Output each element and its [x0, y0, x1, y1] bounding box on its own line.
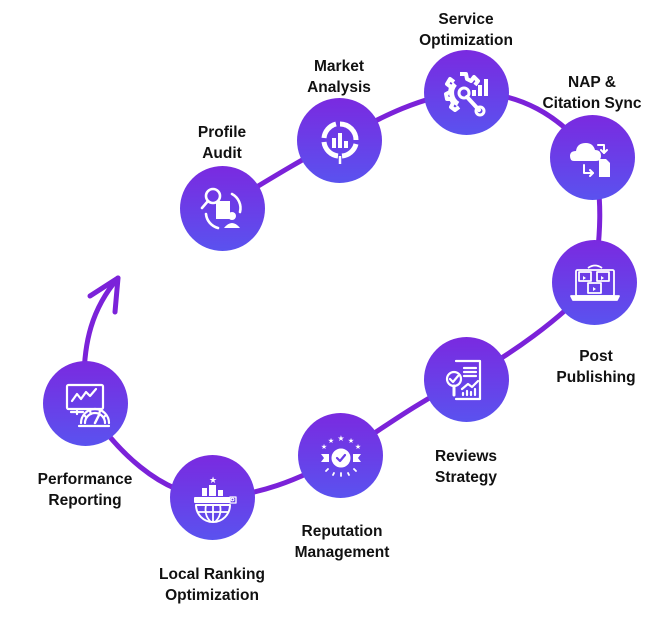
step-label: Reviews Strategy [435, 446, 497, 488]
label-line-2: Citation Sync [542, 95, 642, 112]
label-line-1: Local Ranking [159, 566, 265, 583]
step-label: Market Analysis [307, 56, 371, 98]
arrow-head-icon [87, 275, 121, 315]
step-node: ★ ★ ★ ★ ★ [298, 413, 383, 498]
label-line-1: Performance [37, 471, 133, 488]
report-magnifier-check-icon [445, 359, 481, 400]
step-label: Performance Reporting [38, 469, 133, 511]
label-line-2: Reporting [48, 492, 122, 509]
step-node [424, 337, 509, 422]
step-node [43, 361, 128, 446]
label-line-1: Reputation [301, 523, 383, 540]
step-node [552, 240, 637, 325]
step-label: Post Publishing [556, 346, 635, 388]
step-node [297, 98, 382, 183]
badge-stars-check-icon: ★ ★ ★ ★ ★ [320, 434, 361, 477]
monitor-gauge-chart-icon [65, 383, 110, 427]
label-line-1: Profile [197, 124, 247, 141]
svg-text:★: ★ [320, 443, 326, 451]
globe-ranking-search-icon: ★ [193, 475, 237, 523]
label-line-2: Analysis [307, 79, 371, 96]
step-node: ★ [170, 455, 255, 540]
label-line-1: Market [314, 58, 364, 75]
donut-chart-analysis-icon [321, 121, 358, 164]
svg-text:★: ★ [347, 437, 353, 445]
svg-text:★: ★ [354, 443, 360, 451]
label-line-1: Post [579, 348, 613, 365]
step-node [424, 50, 509, 135]
label-line-2: Optimization [165, 587, 259, 604]
label-line-2: Publishing [556, 369, 636, 386]
step-label: NAP & Citation Sync [542, 72, 641, 114]
label-line-1: Reviews [434, 448, 498, 465]
step-label: Local Ranking Optimization [159, 564, 265, 606]
svg-text:★: ★ [208, 475, 216, 485]
step-node [180, 166, 265, 251]
svg-text:★: ★ [337, 434, 344, 443]
step-node [550, 115, 635, 200]
label-line-2: Management [294, 544, 390, 561]
step-label: Reputation Management [295, 521, 390, 563]
label-line-2: Audit [202, 145, 242, 162]
label-line-2: Strategy [434, 469, 498, 486]
label-line-2: Optimization [419, 32, 513, 49]
laptop-video-posts-icon [569, 264, 620, 301]
gear-wrench-bars-icon [443, 71, 488, 116]
svg-text:★: ★ [327, 437, 333, 445]
label-line-1: Service [438, 11, 494, 28]
step-label: Service Optimization [419, 9, 513, 51]
audit-search-document-icon [200, 187, 242, 229]
label-line-1: NAP & [568, 74, 616, 91]
step-label: Profile Audit [198, 122, 246, 164]
cloud-sync-document-icon [569, 142, 610, 177]
